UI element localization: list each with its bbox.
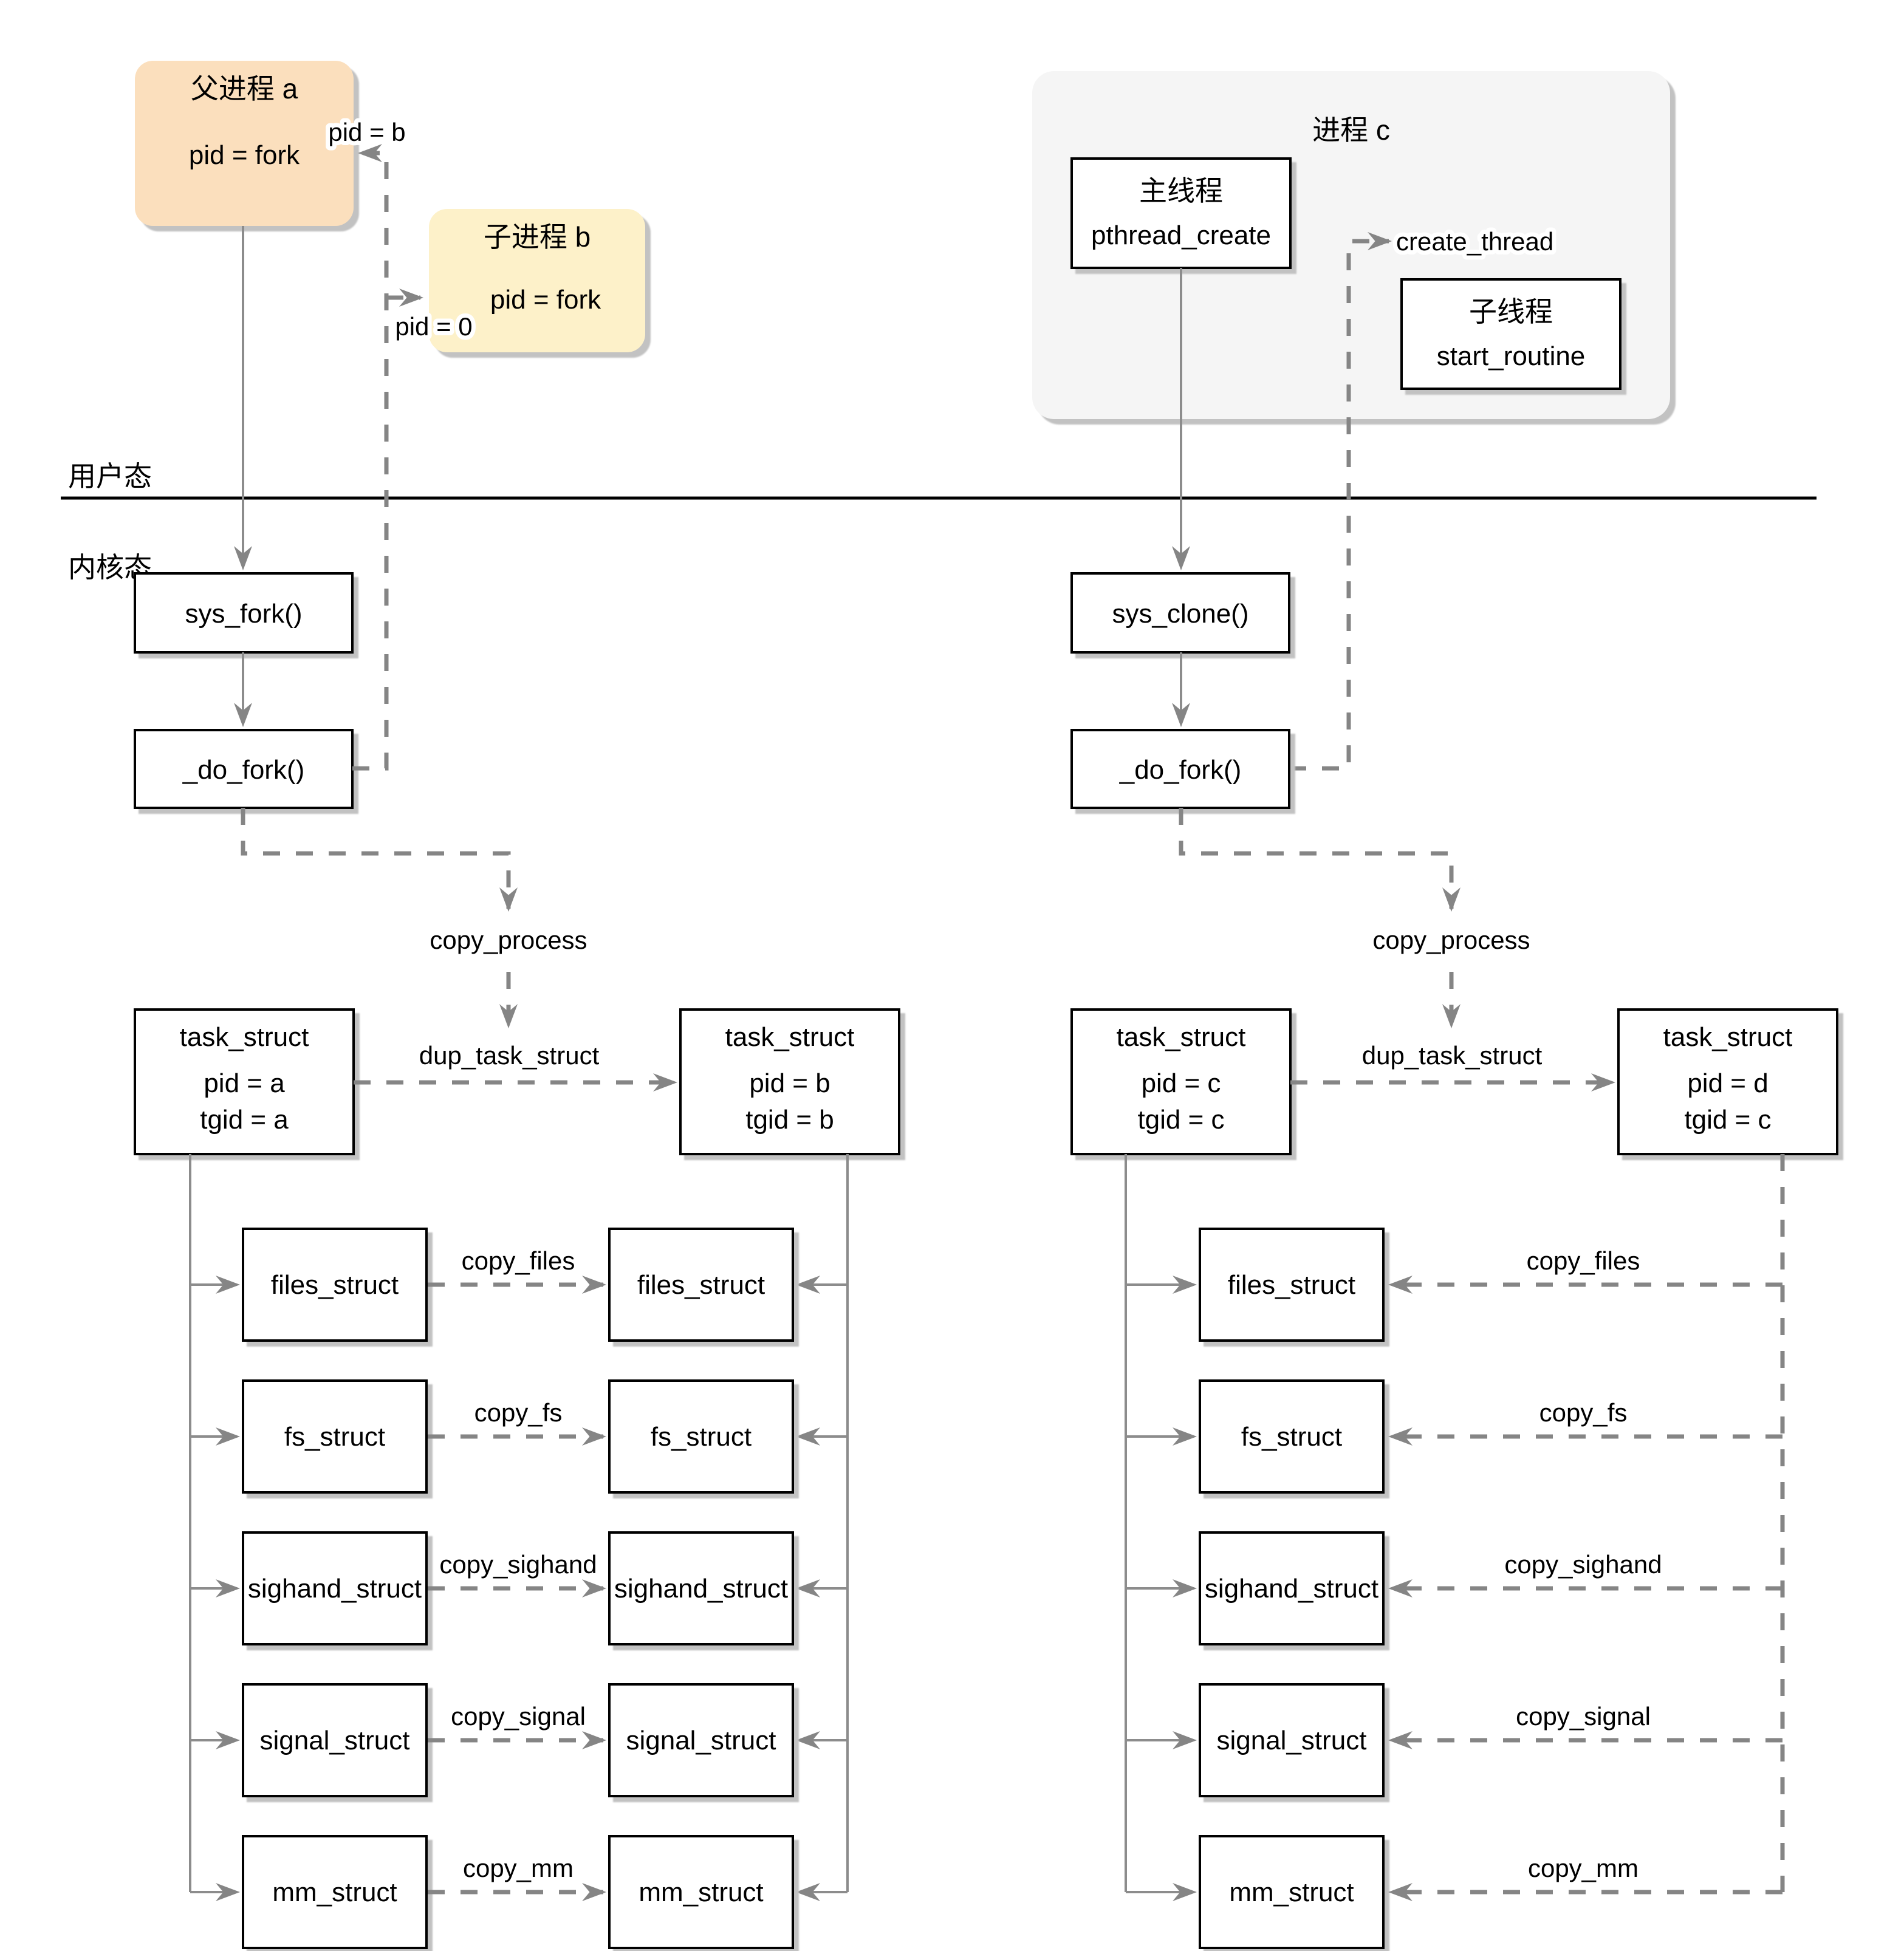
sys-fork-label: sys_fork(): [185, 599, 302, 629]
child-thread-box: [1400, 278, 1621, 390]
sys-clone-box: [1070, 572, 1290, 654]
parent-sighand-struct-box: [242, 1531, 428, 1645]
dofork-to-copyprocess-dashed: [241, 808, 518, 912]
shared-sighand-struct-label: sighand_struct: [1205, 1574, 1378, 1604]
parent-signal-struct-box: [242, 1683, 428, 1797]
task-struct-new-title: task_struct: [1663, 1022, 1793, 1052]
copy-fs-label: copy_fs: [474, 1398, 563, 1427]
task-struct-new-box: [1617, 1008, 1838, 1155]
create-thread-label: create_thread: [1396, 227, 1553, 256]
shared-sighand-struct-box: [1199, 1531, 1385, 1645]
pthread-diagram: 进程 c 主线程 pthread_create 子线程 start_routin…: [1032, 71, 1838, 1949]
copy-files-label: copy_files: [462, 1246, 575, 1275]
child-process-box: [429, 209, 645, 352]
create-thread-dashed: [1289, 232, 1392, 771]
task-struct-main-box: [1070, 1008, 1292, 1155]
task-struct-parent-title: task_struct: [180, 1022, 309, 1052]
copy-mm-label-thread: copy_mm: [1528, 1854, 1639, 1882]
child-signal-struct-box: [608, 1683, 794, 1797]
shared-signal-struct-box: [1199, 1683, 1385, 1797]
task-struct-parent-pid: pid = a: [204, 1068, 285, 1098]
child-thread-body: start_routine: [1437, 341, 1586, 371]
fork-diagram: 父进程 a pid = fork 子进程 b pid = fork sys_fo…: [134, 61, 900, 1949]
return-child-label: pid = 0: [395, 312, 472, 341]
mode-divider: 用户态 内核态: [61, 460, 1817, 583]
parent-mm-struct-box: [242, 1835, 428, 1949]
return-to-parent-dashed: [352, 144, 389, 771]
child-sighand-struct-box: [608, 1531, 794, 1645]
task-struct-main-title: task_struct: [1117, 1022, 1246, 1052]
shared-mm-struct-label: mm_struct: [1229, 1878, 1354, 1907]
parent-fs-struct-box: [242, 1379, 428, 1494]
parent-mm-struct-label: mm_struct: [272, 1878, 397, 1907]
child-files-struct-box: [608, 1228, 794, 1342]
shared-files-struct-label: files_struct: [1228, 1270, 1355, 1300]
copy-signal-label: copy_signal: [451, 1702, 586, 1731]
parent-fs-struct-label: fs_struct: [284, 1422, 385, 1452]
task-struct-child-tgid: tgid = b: [745, 1105, 834, 1135]
parent-files-struct-box: [242, 1228, 428, 1342]
task-struct-main-tgid: tgid = c: [1137, 1105, 1224, 1135]
shared-files-struct-box: [1199, 1228, 1385, 1342]
child-files-struct-label: files_struct: [637, 1270, 765, 1300]
dup-task-struct-label-thread: dup_task_struct: [1362, 1041, 1543, 1070]
dup-task-struct-label: dup_task_struct: [419, 1041, 600, 1070]
copy-fs-label-thread: copy_fs: [1539, 1398, 1628, 1427]
child-mm-struct-box: [608, 1835, 794, 1949]
shared-mm-struct-box: [1199, 1835, 1385, 1949]
do-fork-box-thread: [1070, 729, 1290, 809]
child-process-title: 子进程 b: [484, 221, 591, 253]
process-c-title: 进程 c: [1312, 114, 1390, 146]
do-fork-thread-label: _do_fork(): [1119, 755, 1242, 785]
parent-process-title: 父进程 a: [191, 73, 298, 104]
parent-signal-struct-label: signal_struct: [259, 1726, 409, 1755]
shared-signal-struct-label: signal_struct: [1216, 1726, 1366, 1755]
dofork-to-copyprocess-dashed-thread: [1179, 808, 1461, 912]
parent-process-body: pid = fork: [189, 140, 300, 170]
copy-signal-label-thread: copy_signal: [1516, 1702, 1651, 1731]
main-thread-body: pthread_create: [1091, 220, 1271, 250]
task-struct-main-pid: pid = c: [1142, 1068, 1221, 1098]
do-fork-label: _do_fork(): [182, 755, 305, 785]
child-process-body: pid = fork: [490, 285, 601, 315]
sys-clone-label: sys_clone(): [1112, 599, 1249, 629]
task-struct-new-tgid: tgid = c: [1684, 1105, 1771, 1135]
child-fs-struct-label: fs_struct: [651, 1422, 752, 1452]
user-mode-label: 用户态: [68, 460, 152, 492]
child-mm-struct-label: mm_struct: [639, 1878, 763, 1907]
copy-process-label: copy_process: [430, 926, 587, 954]
child-thread-title: 子线程: [1469, 296, 1553, 327]
return-parent-label: pid = b: [328, 118, 405, 146]
task-struct-child-box: [679, 1008, 900, 1155]
copy-sighand-label-thread: copy_sighand: [1504, 1550, 1662, 1579]
child-sighand-struct-label: sighand_struct: [614, 1574, 788, 1604]
task-struct-child-pid: pid = b: [749, 1068, 830, 1098]
task-struct-child-title: task_struct: [725, 1022, 855, 1052]
shared-fs-struct-box: [1199, 1379, 1385, 1494]
copy-files-label-thread: copy_files: [1527, 1246, 1640, 1275]
parent-sighand-struct-label: sighand_struct: [248, 1574, 422, 1604]
copy-mm-label: copy_mm: [463, 1854, 574, 1882]
shared-fs-struct-label: fs_struct: [1241, 1422, 1342, 1452]
task-struct-parent-tgid: tgid = a: [200, 1105, 289, 1135]
child-signal-struct-label: signal_struct: [626, 1726, 776, 1755]
main-thread-title: 主线程: [1139, 175, 1223, 207]
child-fs-struct-box: [608, 1379, 794, 1494]
do-fork-box: [134, 729, 354, 809]
main-thread-box: [1070, 157, 1292, 269]
parent-files-struct-label: files_struct: [271, 1270, 399, 1300]
task-struct-new-pid: pid = d: [1687, 1068, 1768, 1098]
copy-process-label-thread: copy_process: [1372, 926, 1530, 954]
parent-process-box: [135, 61, 354, 226]
copy-sighand-label: copy_sighand: [439, 1550, 597, 1579]
